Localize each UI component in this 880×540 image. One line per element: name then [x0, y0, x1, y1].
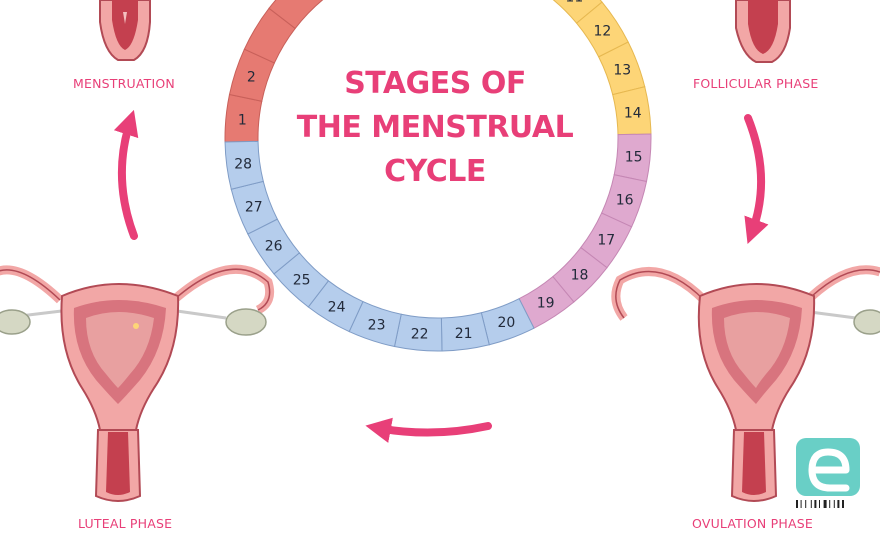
- barcode-bar: [842, 500, 844, 508]
- cycle-day-label: 17: [597, 232, 615, 248]
- barcode-bar: [805, 500, 807, 508]
- cycle-day-label: 25: [293, 273, 311, 289]
- cycle-day-label: 21: [455, 326, 473, 342]
- cycle-day-label: 16: [616, 192, 634, 208]
- uterus-luteal-icon: [0, 264, 275, 502]
- title-line-2: THE MENSTRUAL: [296, 110, 574, 145]
- cycle-day-label: 15: [625, 149, 643, 165]
- cycle-day-label: 28: [234, 157, 252, 173]
- cycle-day-label: 20: [497, 315, 515, 331]
- cycle-day-label: 19: [537, 295, 555, 311]
- arrow-ovulation-to-luteal-icon: [365, 417, 492, 443]
- label-luteal-phase: LUTEAL PHASE: [78, 516, 173, 531]
- cycle-ring: 12111213141516171819202122232425262728: [224, 0, 652, 352]
- barcode-bar: [837, 500, 840, 508]
- uterus-ovulation-icon: [611, 265, 880, 502]
- barcode-icon: [796, 500, 844, 508]
- cycle-day-label: 23: [368, 318, 386, 334]
- cycle-day-segment-28: [224, 140, 264, 190]
- cycle-day-label: 27: [245, 199, 263, 215]
- cycle-day-label: 1: [238, 113, 247, 129]
- arrow-follicular-to-ovulation-icon: [744, 114, 769, 245]
- uterus-menstruation-icon: [99, 0, 151, 61]
- title-line-3: CYCLE: [384, 154, 486, 189]
- cycle-day-label: 18: [571, 267, 589, 283]
- cycle-day-label: 12: [593, 23, 611, 39]
- cycle-day-segment-4: [268, 0, 324, 30]
- uterus-follicular-icon: [735, 0, 791, 63]
- diagram-title: STAGES OF THE MENSTRUAL CYCLE: [280, 62, 590, 194]
- barcode-bar: [800, 500, 802, 508]
- cycle-day-label: 13: [613, 63, 631, 79]
- cycle-day-label: 24: [328, 299, 346, 315]
- label-follicular-phase: FOLLICULAR PHASE: [693, 76, 819, 91]
- cycle-day-label: 22: [411, 327, 429, 343]
- cycle-day-label: 2: [247, 70, 256, 86]
- cycle-day-label: 14: [624, 105, 642, 121]
- barcode-bar: [796, 500, 798, 508]
- label-ovulation-phase: OVULATION PHASE: [692, 516, 813, 531]
- barcode-bar: [829, 500, 831, 508]
- barcode-bar: [814, 500, 817, 508]
- barcode-bar: [819, 500, 820, 508]
- barcode-bar: [810, 500, 812, 508]
- e-logo-icon: [796, 438, 860, 508]
- barcode-bar: [833, 500, 835, 508]
- barcode-bar: [823, 500, 827, 508]
- cycle-day-label: 26: [265, 239, 283, 255]
- title-line-1: STAGES OF: [344, 66, 526, 101]
- label-menstruation: MENSTRUATION: [73, 76, 175, 91]
- arrow-luteal-to-menstruation-icon: [113, 109, 139, 240]
- cycle-day-label: 11: [565, 0, 583, 5]
